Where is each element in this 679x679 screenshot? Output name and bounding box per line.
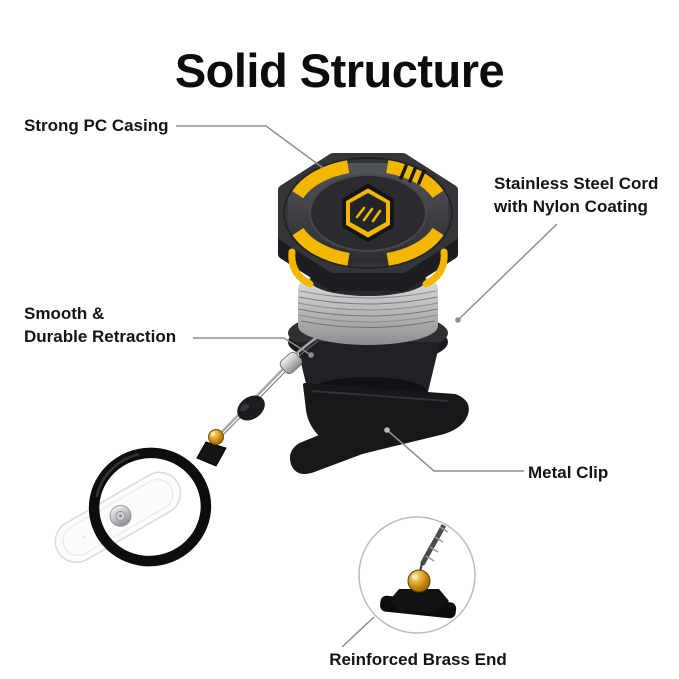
magnifier-brass-bead <box>407 569 431 593</box>
callout-brass-end: Reinforced Brass End <box>288 648 548 671</box>
cord-grommet <box>279 351 303 375</box>
metal-clip <box>289 383 469 474</box>
leader-line-brass-end <box>341 616 375 648</box>
leader-line-steel-cord <box>457 223 558 321</box>
page-title: Solid Structure <box>174 44 505 98</box>
leader-lines <box>176 125 558 648</box>
retractable-cord <box>196 337 319 467</box>
callout-steel-cord-line2: with Nylon Coating <box>494 197 648 216</box>
callout-retraction-line1: Smooth & <box>24 304 105 323</box>
swivel-connector <box>196 441 227 467</box>
leader-line-metal-clip <box>386 429 524 472</box>
snap-button <box>109 504 132 527</box>
vinyl-strap <box>54 471 182 564</box>
cap-emblem <box>342 184 394 242</box>
brass-end-magnifier <box>358 516 476 634</box>
callout-steel-cord-line1: Stainless Steel Cord <box>494 174 659 193</box>
magnifier-clamp <box>380 589 457 619</box>
callout-metal-clip-label: Metal Clip <box>528 463 609 482</box>
callout-pc-casing: Strong PC Casing <box>24 114 169 137</box>
callout-brass-end-label: Reinforced Brass End <box>329 650 507 669</box>
callout-metal-clip: Metal Clip <box>528 461 608 484</box>
callout-retraction-line2: Durable Retraction <box>24 327 177 346</box>
cord-stopper-bead <box>237 395 265 421</box>
key-ring <box>88 447 212 567</box>
badge-reel-cap <box>278 153 458 291</box>
callout-steel-cord: Stainless Steel Cord with Nylon Coating <box>494 172 658 218</box>
callout-retraction: Smooth & Durable Retraction <box>24 302 176 348</box>
leader-line-pc-casing <box>176 125 324 169</box>
callout-pc-casing-label: Strong PC Casing <box>24 116 169 135</box>
cap-grill-marks <box>399 164 426 185</box>
brass-end-bead <box>208 429 224 445</box>
leader-line-retraction <box>193 337 312 356</box>
